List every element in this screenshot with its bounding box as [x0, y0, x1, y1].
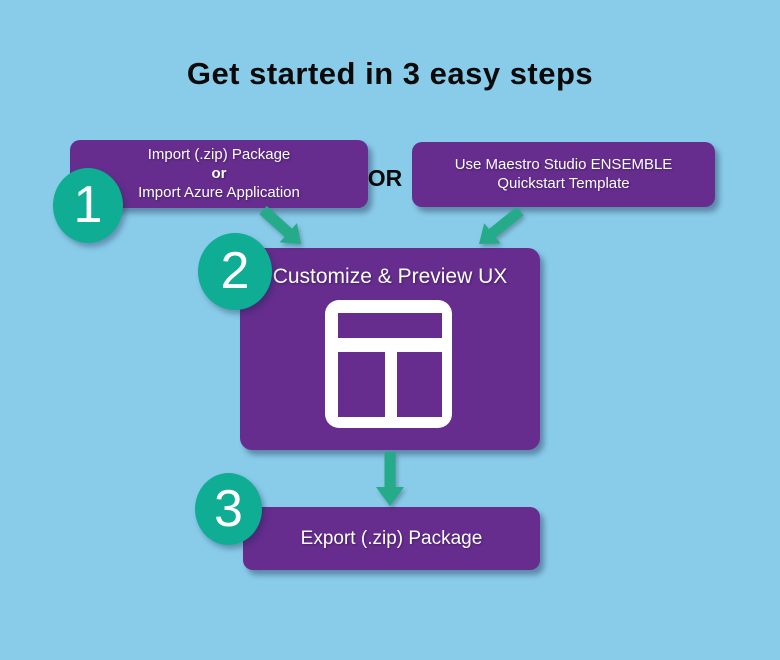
page-title: Get started in 3 easy steps — [186, 56, 594, 91]
arrow-quickstart-to-customize — [479, 206, 524, 244]
customize-label: Customize & Preview UX — [272, 265, 508, 288]
quickstart-template-box: Use Maestro Studio ENSEMBLE Quickstart T… — [412, 142, 715, 207]
export-package-box: Export (.zip) Package — [243, 507, 540, 570]
or-label: OR — [367, 165, 403, 191]
wireframe-left-cell — [338, 352, 385, 417]
export-label: Export (.zip) Package — [300, 528, 483, 549]
import-line-3: Import Azure Application — [138, 184, 300, 201]
quickstart-line-2: Quickstart Template — [497, 175, 630, 192]
step-2-number: 2 — [220, 242, 250, 300]
import-line-2: or — [211, 165, 227, 182]
import-line-1: Import (.zip) Package — [147, 146, 291, 163]
layout-wireframe-icon — [325, 300, 452, 428]
customize-preview-box: Customize & Preview UX — [240, 248, 540, 450]
step-1-badge: 1 — [53, 168, 123, 243]
step-3-number: 3 — [214, 480, 243, 538]
step-1-number: 1 — [73, 176, 103, 234]
quickstart-line-1: Use Maestro Studio ENSEMBLE — [454, 156, 673, 173]
step-2-badge: 2 — [198, 233, 272, 310]
step-3-badge: 3 — [195, 473, 262, 545]
wireframe-right-cell — [397, 352, 442, 417]
wireframe-header-cell — [338, 313, 442, 338]
arrow-customize-to-export — [376, 452, 404, 506]
